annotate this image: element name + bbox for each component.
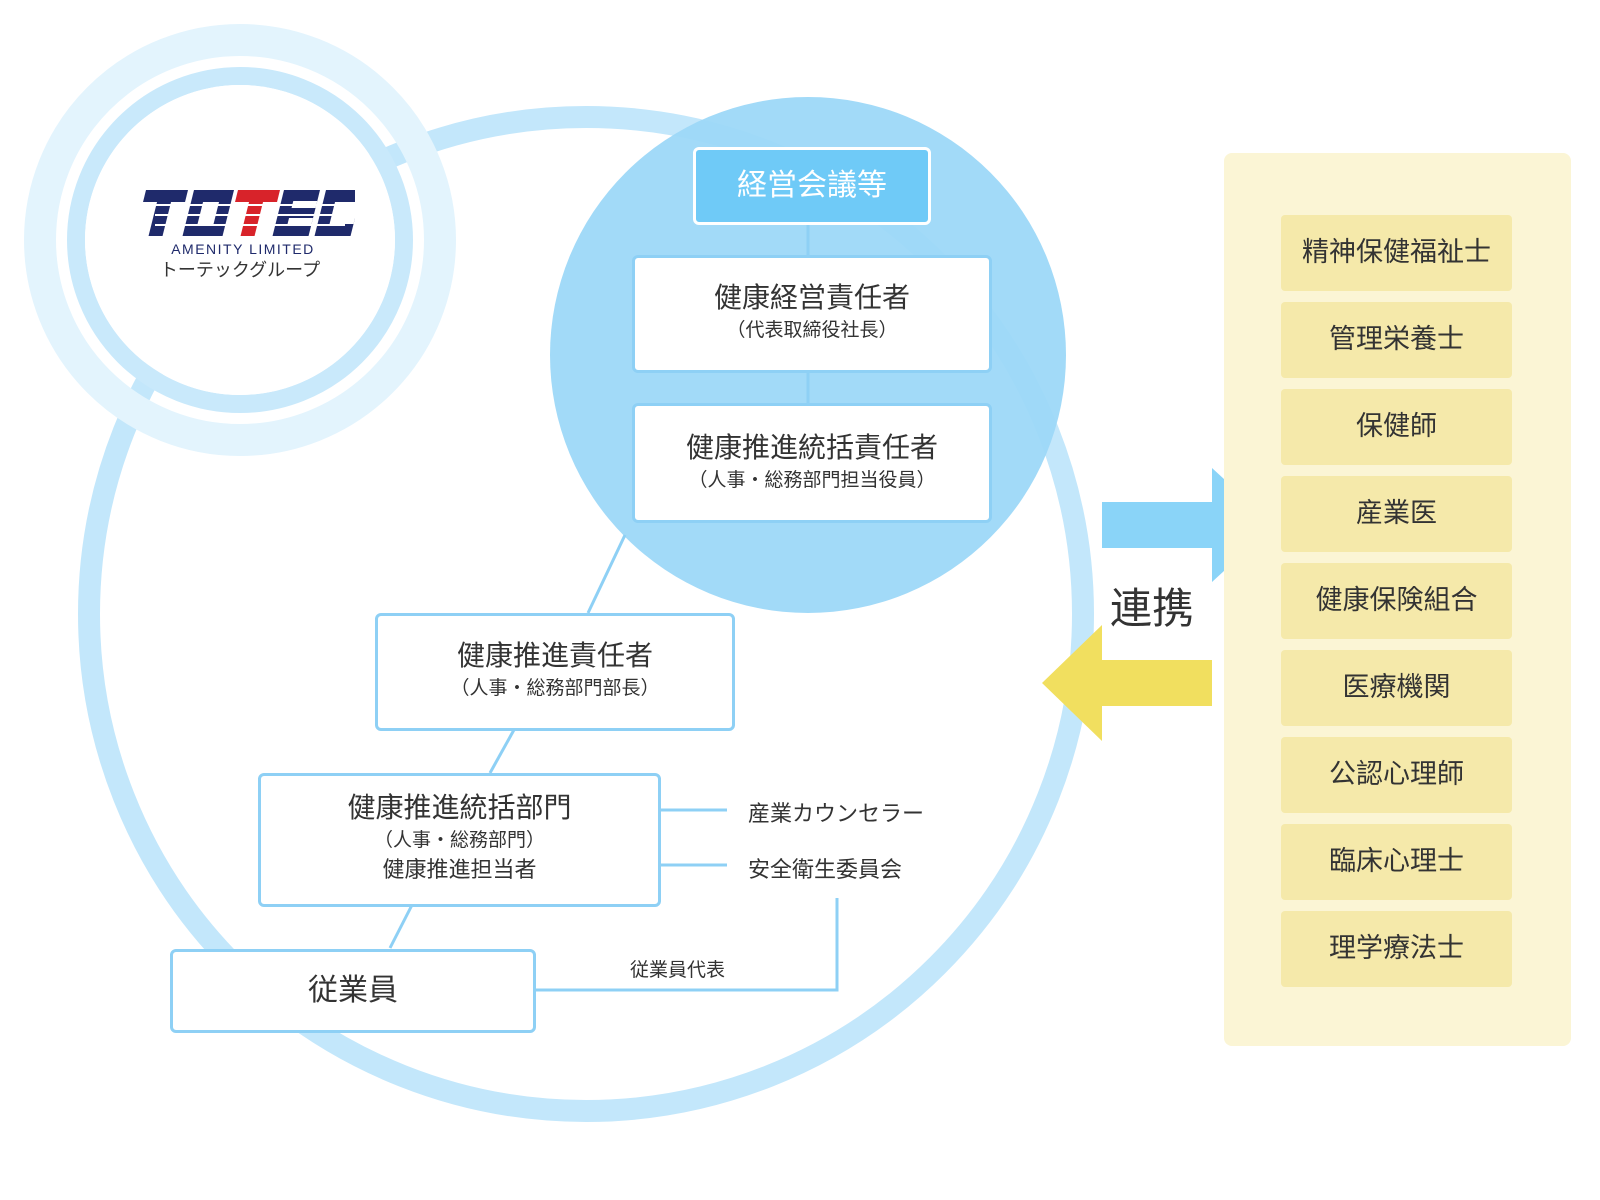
partner-item: 産業医 [1281, 476, 1512, 552]
node-subtitle-2: 健康推進担当者 [382, 858, 537, 883]
partner-item: 管理栄養士 [1281, 302, 1512, 378]
connector-l4-l5 [388, 904, 414, 949]
partners-panel: 精神保健福祉士 管理栄養士 保健師 産業医 健康保険組合 医療機関 公認心理師 … [1224, 153, 1571, 1046]
management-meeting-label: 経営会議等 [737, 168, 887, 203]
partner-item: 健康保険組合 [1281, 563, 1512, 639]
node-title: 健康推進責任者 [456, 639, 653, 672]
partner-item: 医療機関 [1281, 650, 1512, 726]
logo-subtitle: AMENITY LIMITED [171, 241, 315, 257]
cycle-ring [78, 106, 1094, 1122]
logo-ring-inner [67, 67, 413, 413]
node-subtitle: （人事・総務部門担当役員） [688, 469, 936, 491]
logo-ring-outer [24, 24, 456, 456]
health-promotion-chief-node: 健康推進統括責任者 （人事・総務部門担当役員） [632, 403, 992, 523]
partner-item: 臨床心理士 [1281, 824, 1512, 900]
connector-l2-l3 [586, 534, 627, 614]
health-promotion-manager-node: 健康推進責任者 （人事・総務部門部長） [375, 613, 735, 731]
totec-logo-mark: AMENITY LIMITED [143, 190, 355, 257]
connector-l3-l4 [488, 727, 517, 774]
partner-item: 理学療法士 [1281, 911, 1512, 987]
management-meeting-node: 経営会議等 [693, 147, 931, 225]
partner-item: 保健師 [1281, 389, 1512, 465]
node-title: 従業員 [308, 973, 398, 1008]
logo-disc [85, 85, 395, 395]
node-title: 健康経営責任者 [713, 281, 910, 314]
partner-item: 公認心理師 [1281, 737, 1512, 813]
employees-node: 従業員 [170, 949, 536, 1033]
link-label: 連携 [1110, 584, 1195, 633]
partner-item: 精神保健福祉士 [1281, 215, 1512, 291]
health-promotion-department-node: 健康推進統括部門 （人事・総務部門） 健康推進担当者 [258, 773, 661, 907]
node-title: 健康推進統括責任者 [685, 431, 938, 464]
counselor-label: 産業カウンセラー [748, 802, 925, 827]
node-title: 健康推進統括部門 [347, 791, 572, 824]
logo: AMENITY LIMITED トーテックグループ [120, 170, 360, 281]
safety-committee-label: 安全衛生委員会 [748, 858, 903, 883]
arrow-from-partners [1042, 625, 1212, 741]
health-management-officer-node: 健康経営責任者 （代表取締役社長） [632, 255, 992, 373]
node-subtitle: （人事・総務部門部長） [450, 677, 660, 699]
employee-rep-label: 従業員代表 [630, 959, 726, 981]
node-subtitle: （代表取締役社長） [726, 319, 898, 341]
connector-employee-rep [534, 898, 839, 992]
node-subtitle: （人事・総務部門） [373, 829, 545, 851]
group-name: トーテックグループ [159, 260, 321, 281]
